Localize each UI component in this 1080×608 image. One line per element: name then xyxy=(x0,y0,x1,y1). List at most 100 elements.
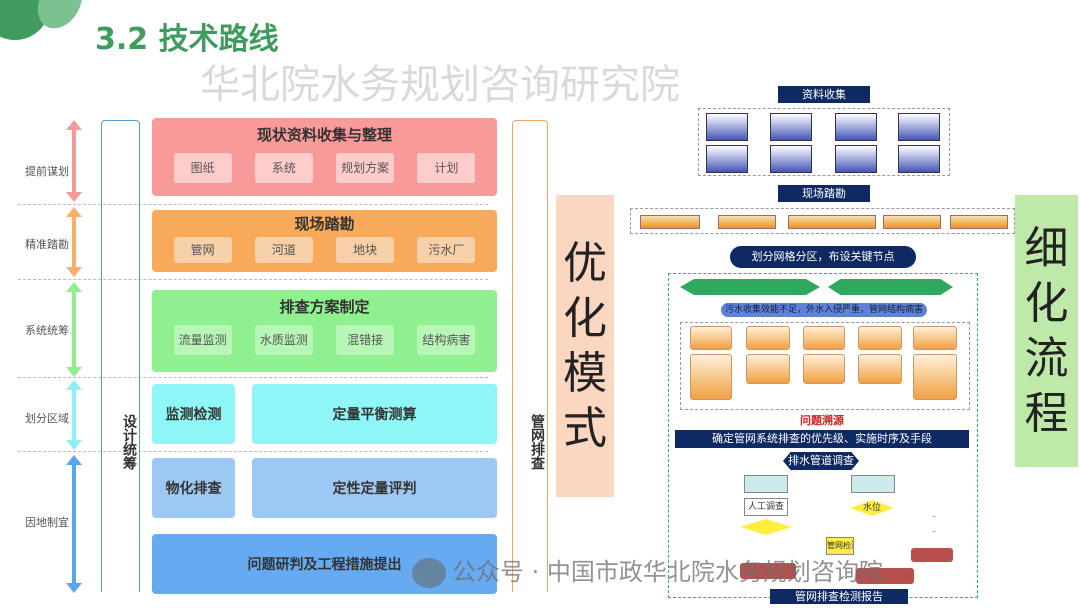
collect-title: 现状资料收集与整理 xyxy=(256,126,392,144)
flow-water-level: 水位 xyxy=(850,500,894,516)
flow-box xyxy=(851,475,895,493)
arrow-icon xyxy=(66,207,82,277)
wechat-icon xyxy=(412,558,446,588)
flow-box xyxy=(746,354,790,384)
flow-pipe-survey: 排水管道调查 xyxy=(783,452,859,470)
page-title: 3.2 技术路线 xyxy=(95,22,279,57)
divider xyxy=(18,204,488,205)
flow-report: 管网排查检测报告 xyxy=(770,589,908,604)
flow-box xyxy=(788,215,876,229)
physchem-block: 物化排查 xyxy=(152,458,235,518)
arrow-icon xyxy=(66,282,82,377)
flow-box xyxy=(911,548,953,562)
chip: 系统 xyxy=(254,153,313,183)
pipe-survey-label: 管网排查 xyxy=(529,413,545,470)
flow-box xyxy=(950,215,1008,229)
problems-group xyxy=(680,322,970,410)
flow-decision xyxy=(913,516,955,532)
flow-box xyxy=(835,145,877,173)
flow-priority: 确定管网系统排查的优先级、实施时序及手段 xyxy=(675,430,969,448)
flow-collect: 资料收集 xyxy=(778,86,870,103)
char: 模 xyxy=(563,348,607,399)
pipe-survey-box: 管网排查 xyxy=(512,120,548,592)
stage-label: 因地制宜 xyxy=(25,516,69,529)
flow-box xyxy=(706,145,748,173)
flow-trace: 问题溯源 xyxy=(800,414,844,427)
evaluate-block: 定性定量评判 xyxy=(252,458,497,518)
collect-block: 现状资料收集与整理 图纸系统规划方案计划 xyxy=(152,118,497,196)
stage-label: 提前谋划 xyxy=(25,165,69,178)
chip: 计划 xyxy=(417,153,476,183)
char: 细 xyxy=(1024,223,1069,274)
design-coordination-box: 设计统筹 xyxy=(101,120,140,592)
flow-box xyxy=(718,215,776,229)
design-coordination-label: 设计统筹 xyxy=(121,413,137,470)
plan-title: 排查方案制定 xyxy=(279,298,370,316)
flow-box xyxy=(803,354,845,384)
flow-box xyxy=(883,215,941,229)
flow-box xyxy=(690,326,732,350)
chip: 流量监测 xyxy=(173,325,232,355)
survey-block: 现场踏勘 管网河道地块污水厂 xyxy=(152,210,497,272)
survey-group xyxy=(630,208,1015,234)
stage-label: 系统统筹 xyxy=(25,324,69,337)
arrow-icon xyxy=(66,455,82,593)
measures-block: 问题研判及工程措施提出 xyxy=(152,534,497,594)
flow-box xyxy=(744,475,788,493)
flow-box xyxy=(770,113,812,141)
arrow-icon xyxy=(66,120,82,202)
char: 式 xyxy=(563,403,607,454)
chip: 地块 xyxy=(336,237,395,263)
flow-box xyxy=(770,145,812,173)
flow-box xyxy=(640,215,700,229)
optimize-mode-box: 优化模式 xyxy=(556,195,614,497)
flow-decision xyxy=(828,279,953,295)
chip: 图纸 xyxy=(173,153,232,183)
char: 流 xyxy=(1024,333,1069,384)
collect-group xyxy=(698,108,950,176)
char: 程 xyxy=(1024,388,1069,439)
flow-box xyxy=(898,113,940,141)
balance-block: 定量平衡测算 xyxy=(252,384,497,444)
flow-box xyxy=(858,354,902,384)
char: 优 xyxy=(563,238,607,289)
footer-watermark: 公众号 · 中国市政华北院水务规划咨询院 xyxy=(452,558,883,586)
flow-box xyxy=(858,326,902,350)
refine-process-box: 细化流程 xyxy=(1015,195,1078,467)
flow-grid: 划分网格分区，布设关键节点 xyxy=(730,246,916,268)
arrow-icon xyxy=(66,380,82,450)
chip: 规划方案 xyxy=(336,153,395,183)
flow-pipe-check: 管网检测 xyxy=(826,537,854,555)
flow-box xyxy=(913,326,957,350)
flow-box xyxy=(746,326,790,350)
flow-box xyxy=(913,354,957,400)
flow-decision xyxy=(740,519,792,535)
plan-block: 排查方案制定 流量监测水质监测混错接结构病害 xyxy=(152,290,497,372)
divider xyxy=(18,377,488,378)
chip: 混错接 xyxy=(336,325,395,355)
flow-box xyxy=(856,568,914,584)
chip: 管网 xyxy=(173,237,232,263)
flow-box xyxy=(898,145,940,173)
chip: 结构病害 xyxy=(417,325,476,355)
char: 化 xyxy=(1024,278,1069,329)
flow-box xyxy=(835,113,877,141)
flow-problems: 污水收集效能不足，外水入侵严重，管网结构病害 xyxy=(721,303,927,317)
chip: 河道 xyxy=(254,237,313,263)
flow-box xyxy=(803,326,845,350)
divider xyxy=(18,279,488,280)
chip: 水质监测 xyxy=(254,325,313,355)
flow-box xyxy=(740,563,796,579)
char: 化 xyxy=(563,293,607,344)
divider xyxy=(18,451,488,452)
watermark: 华北院水务规划咨询研究院 xyxy=(200,62,680,108)
stage-label: 划分区域 xyxy=(25,412,69,425)
flow-box xyxy=(706,113,748,141)
chip: 污水厂 xyxy=(417,237,476,263)
flow-box xyxy=(690,354,732,400)
monitor-block: 监测检测 xyxy=(152,384,235,444)
flow-decision xyxy=(680,279,820,295)
flow-survey: 现场踏勘 xyxy=(778,185,870,202)
flow-manual: 人工调查 xyxy=(744,498,788,516)
stage-label: 精准踏勘 xyxy=(25,238,69,251)
